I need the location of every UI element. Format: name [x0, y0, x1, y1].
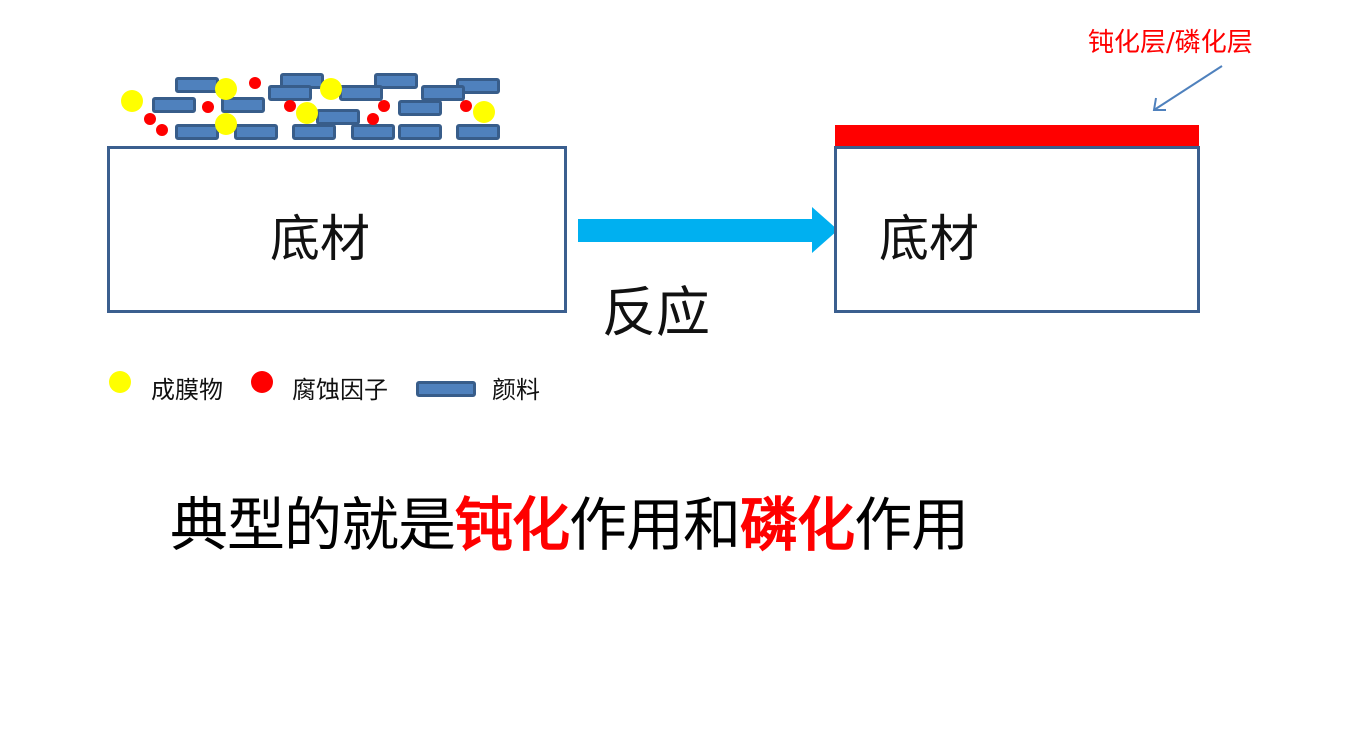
film-former-particle: [320, 78, 342, 100]
corrosion-factor-particle: [284, 100, 296, 112]
caption-part3: 作用: [854, 491, 969, 559]
reaction-label: 反应: [602, 281, 710, 344]
substrate-label-right: 底材: [879, 210, 979, 268]
film-former-particle: [121, 90, 143, 112]
legend-film-former-icon: [109, 371, 131, 393]
passivation-layer: [835, 125, 1199, 147]
pigment-particle: [374, 73, 418, 89]
pigment-particle: [456, 124, 500, 140]
pigment-particle: [152, 97, 196, 113]
corrosion-factor-particle: [367, 113, 379, 125]
legend-pigment-label: 颜料: [492, 376, 540, 404]
legend-corrosion-factor-icon: [251, 371, 273, 393]
corrosion-factor-particle: [460, 100, 472, 112]
substrate-label-left: 底材: [270, 210, 370, 268]
pigment-particle: [339, 85, 383, 101]
pigment-particle: [175, 124, 219, 140]
pigment-particle: [292, 124, 336, 140]
reaction-arrow: [578, 207, 838, 253]
layer-callout-label: 钝化层/磷化层: [1088, 28, 1253, 58]
pigment-particle: [351, 124, 395, 140]
pigment-particle: [268, 85, 312, 101]
corrosion-factor-particle: [144, 113, 156, 125]
caption-part2: 作用和: [569, 491, 741, 559]
legend-pigment-icon: [416, 381, 476, 397]
caption: 典型的就是钝化作用和磷化作用: [170, 478, 969, 562]
corrosion-factor-particle: [378, 100, 390, 112]
pigment-particle: [398, 100, 442, 116]
film-former-particle: [215, 78, 237, 100]
callout-arrow: [1152, 65, 1223, 111]
pigment-particle: [175, 77, 219, 93]
film-former-particle: [215, 113, 237, 135]
substrate-box-right: 底材: [834, 146, 1200, 313]
pigment-particle: [221, 97, 265, 113]
legend-corrosion-factor-label: 腐蚀因子: [292, 376, 388, 404]
corrosion-factor-particle: [202, 101, 214, 113]
pigment-particle: [316, 109, 360, 125]
substrate-box-left: 底材: [107, 146, 567, 313]
arrow-shape: [578, 207, 838, 253]
caption-part1: 典型的就是: [170, 491, 456, 559]
film-former-particle: [473, 101, 495, 123]
pigment-particle: [398, 124, 442, 140]
legend-film-former-label: 成膜物: [151, 376, 223, 404]
caption-highlight-phosphating: 磷化: [740, 491, 855, 559]
pigment-particle: [421, 85, 465, 101]
pigment-particle: [234, 124, 278, 140]
corrosion-factor-particle: [156, 124, 168, 136]
corrosion-factor-particle: [249, 77, 261, 89]
caption-highlight-passivation: 钝化: [455, 491, 570, 559]
film-former-particle: [296, 102, 318, 124]
